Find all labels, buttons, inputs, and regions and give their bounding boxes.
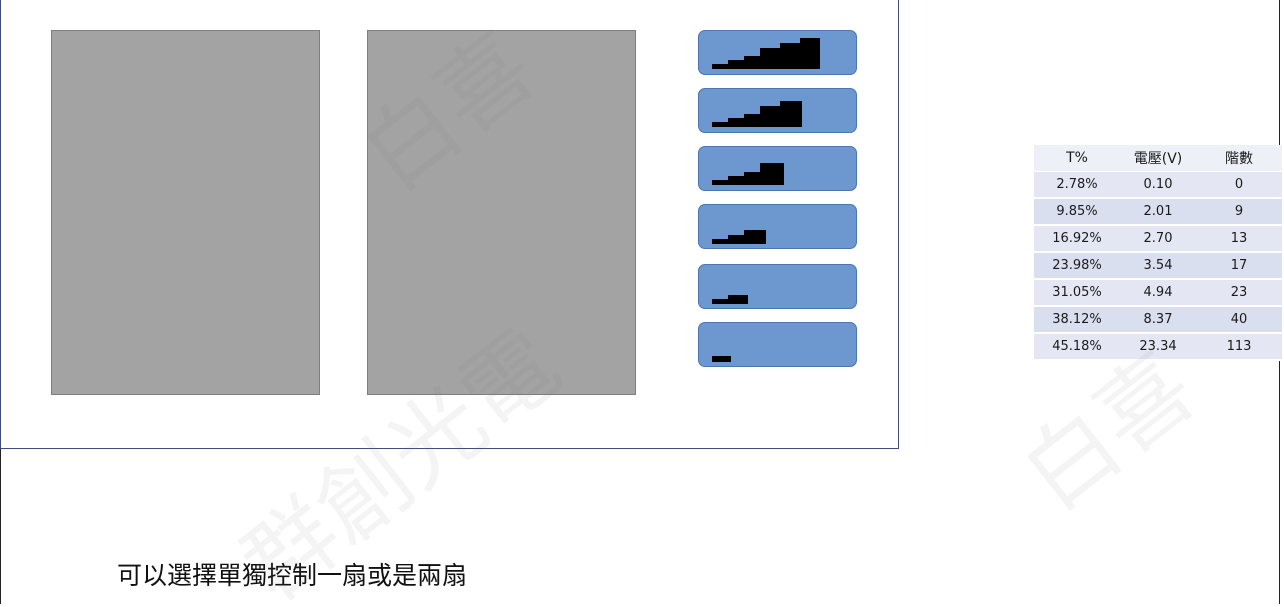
table-row: 23.98% 3.54 17: [1034, 252, 1282, 280]
header-steps: 階數: [1196, 145, 1282, 172]
fan-panel-left[interactable]: [51, 30, 320, 395]
signal-level-3-icon: [712, 230, 766, 244]
cell-t-percent: 31.05%: [1034, 279, 1120, 307]
level-1-button[interactable]: [698, 322, 857, 367]
voltage-table-wrap: T% 電壓(V) 階數 2.78% 0.10 0 9.85% 2.01 9 16…: [1034, 145, 1284, 361]
signal-level-2-icon: [712, 295, 748, 304]
level-6-button[interactable]: [698, 30, 857, 75]
cell-voltage: 3.54: [1120, 252, 1196, 280]
signal-level-5-icon: [712, 101, 802, 127]
cell-voltage: 8.37: [1120, 306, 1196, 334]
table-header-row: T% 電壓(V) 階數: [1034, 145, 1282, 172]
level-2-button[interactable]: [698, 264, 857, 309]
header-t-percent: T%: [1034, 145, 1120, 172]
table-row: 45.18% 23.34 113: [1034, 333, 1282, 361]
table-row: 38.12% 8.37 40: [1034, 306, 1282, 334]
cell-steps: 13: [1196, 225, 1282, 253]
table-row: 31.05% 4.94 23: [1034, 279, 1282, 307]
cell-steps: 17: [1196, 252, 1282, 280]
cell-voltage: 4.94: [1120, 279, 1196, 307]
cell-t-percent: 16.92%: [1034, 225, 1120, 253]
cell-steps: 40: [1196, 306, 1282, 334]
cell-voltage: 2.01: [1120, 198, 1196, 226]
table-row: 9.85% 2.01 9: [1034, 198, 1282, 226]
cell-t-percent: 38.12%: [1034, 306, 1120, 334]
signal-level-4-icon: [712, 163, 784, 185]
cell-t-percent: 2.78%: [1034, 171, 1120, 199]
header-voltage: 電壓(V): [1120, 145, 1196, 172]
cell-voltage: 23.34: [1120, 333, 1196, 361]
control-panel: [0, 0, 899, 449]
fan-panel-right[interactable]: [367, 30, 636, 395]
cell-t-percent: 45.18%: [1034, 333, 1120, 361]
cell-steps: 113: [1196, 333, 1282, 361]
level-4-button[interactable]: [698, 146, 857, 191]
table-row: 2.78% 0.10 0: [1034, 171, 1282, 199]
level-5-button[interactable]: [698, 88, 857, 133]
cell-steps: 0: [1196, 171, 1282, 199]
cell-voltage: 0.10: [1120, 171, 1196, 199]
table-row: 16.92% 2.70 13: [1034, 225, 1282, 253]
level-3-button[interactable]: [698, 204, 857, 249]
voltage-table: T% 電壓(V) 階數 2.78% 0.10 0 9.85% 2.01 9 16…: [1034, 145, 1282, 361]
caption-text: 可以選擇單獨控制一扇或是兩扇: [117, 561, 468, 590]
cell-voltage: 2.70: [1120, 225, 1196, 253]
signal-level-6-icon: [712, 38, 820, 69]
signal-level-1-icon: [712, 356, 731, 362]
cell-t-percent: 23.98%: [1034, 252, 1120, 280]
cell-t-percent: 9.85%: [1034, 198, 1120, 226]
cell-steps: 23: [1196, 279, 1282, 307]
cell-steps: 9: [1196, 198, 1282, 226]
